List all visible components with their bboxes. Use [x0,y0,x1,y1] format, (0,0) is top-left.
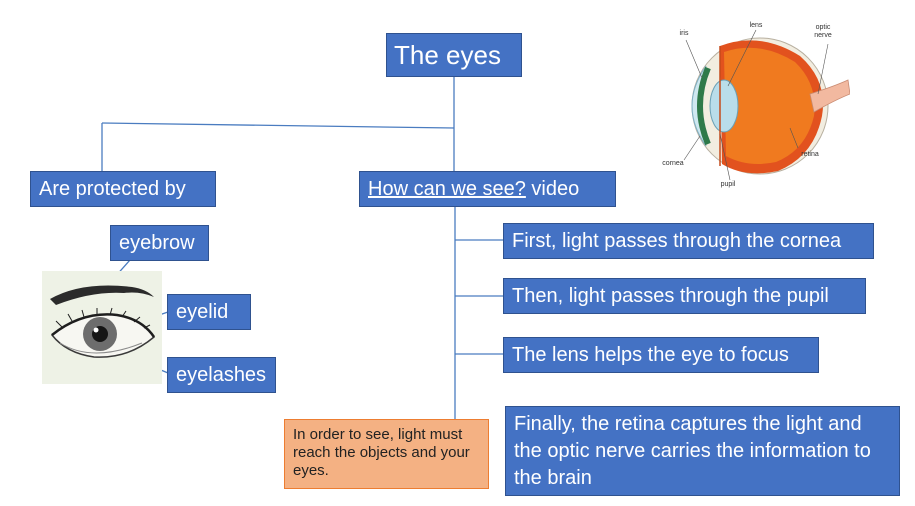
eyebrow-box: eyebrow [110,225,209,261]
eyelid-box: eyelid [167,294,251,330]
step-1-box: First, light passes through the cornea [503,223,874,259]
protected-by-box: Are protected by [30,171,216,207]
label-retina: retina [801,151,819,158]
protected-by-text: Are protected by [39,178,186,200]
step-3-text: The lens helps the eye to focus [512,344,789,366]
label-pupil: pupil [720,181,736,188]
eyelid-text: eyelid [176,301,229,323]
step-4-box: Finally, the retina captures the light a… [505,406,900,496]
note-text: In order to see, light must reach the ob… [293,426,470,479]
label-optic-nerve: optic nerve [814,24,832,39]
note-box: In order to see, light must reach the ob… [284,419,489,489]
step-3-box: The lens helps the eye to focus [503,337,819,373]
eye-drawing-image [42,271,162,384]
label-iris: iris [679,30,689,37]
step-2-text: Then, light passes through the pupil [512,285,829,307]
eyelashes-text: eyelashes [176,364,267,386]
eye-anatomy-diagram [683,29,850,181]
eyebrow-text: eyebrow [119,232,195,254]
title-box: The eyes [386,33,522,77]
how-can-we-see-link[interactable]: How can we see? [368,178,526,200]
label-cornea: cornea [662,160,684,167]
step-2-box: Then, light passes through the pupil [503,278,866,314]
video-label: video [525,178,580,200]
title-text: The eyes [394,40,501,70]
step-4-text: Finally, the retina captures the light a… [514,413,871,489]
how-can-we-see-box: How can we see? video [359,171,616,207]
step-1-text: First, light passes through the cornea [512,230,842,252]
connector-title-left [101,122,455,129]
label-lens: lens [749,22,763,29]
eyelashes-box: eyelashes [167,357,276,393]
